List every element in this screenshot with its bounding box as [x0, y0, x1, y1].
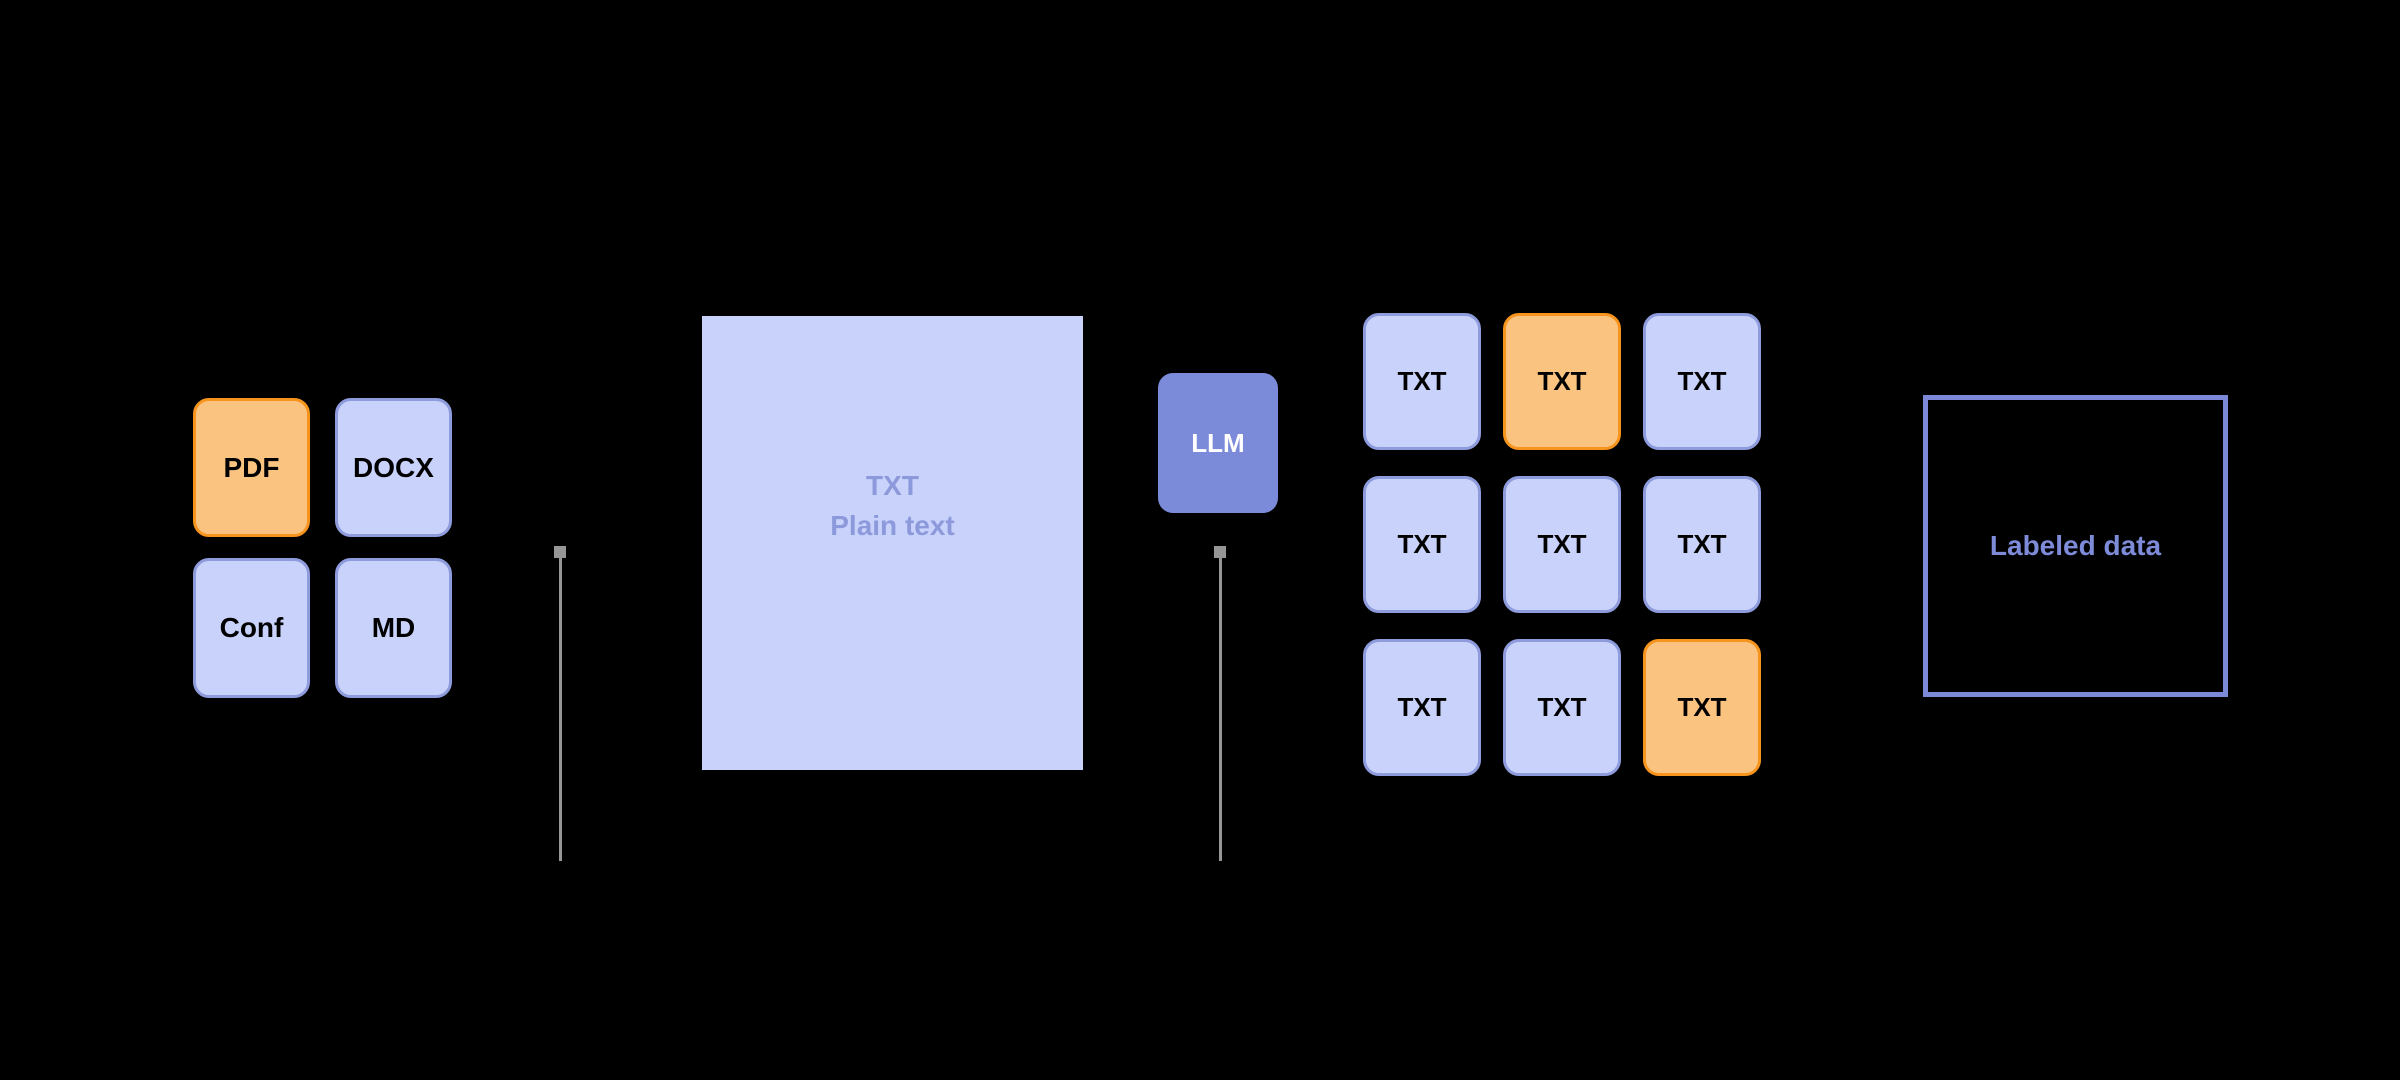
llm-label: LLM — [1191, 427, 1245, 458]
chunk-box[interactable]: TXT — [1503, 313, 1621, 450]
chunk-box[interactable]: TXT — [1363, 639, 1481, 776]
chunk-box-label: TXT — [1397, 366, 1447, 396]
chunk-box-label: TXT — [1677, 692, 1727, 722]
labeled-data-label: Labeled data — [1989, 530, 2162, 561]
chunk-box-label: TXT — [1537, 366, 1587, 396]
plain-text-title: TXT — [866, 470, 919, 501]
doc-box-md[interactable]: MD — [335, 558, 452, 698]
chunk-box[interactable]: TXT — [1503, 476, 1621, 613]
chunk-box-label: TXT — [1397, 529, 1447, 559]
chunk-box-label: TXT — [1677, 529, 1727, 559]
source-docs-group: PDF DOCX Conf MD — [193, 398, 452, 698]
connector-llm-to-chunks[interactable] — [1214, 546, 1226, 861]
connector-handle[interactable] — [1214, 546, 1226, 558]
chunk-grid: TXT TXT TXT TXT TXT TXT TXT TXT TXT — [1363, 313, 1761, 776]
plain-text-box[interactable]: TXT Plain text — [702, 316, 1083, 770]
doc-box-conf[interactable]: Conf — [193, 558, 310, 698]
labeled-data-box[interactable]: Labeled data — [1923, 395, 2228, 697]
plain-text-content: TXT Plain text — [830, 466, 954, 546]
doc-box-docx[interactable]: DOCX — [335, 398, 452, 537]
chunk-box-label: TXT — [1397, 692, 1447, 722]
connector-handle[interactable] — [554, 546, 566, 558]
connector-line — [558, 558, 562, 861]
chunk-box[interactable]: TXT — [1643, 639, 1761, 776]
doc-box-md-label: MD — [371, 612, 416, 643]
chunk-box[interactable]: TXT — [1643, 476, 1761, 613]
doc-box-conf-label: Conf — [219, 612, 284, 643]
connector-docs-to-text[interactable] — [554, 546, 566, 861]
llm-box[interactable]: LLM — [1158, 373, 1278, 513]
chunk-box-label: TXT — [1537, 529, 1587, 559]
chunk-box[interactable]: TXT — [1363, 476, 1481, 613]
doc-box-pdf-label: PDF — [223, 451, 280, 483]
chunk-box-label: TXT — [1677, 366, 1727, 396]
plain-text-subtitle: Plain text — [830, 510, 955, 541]
connector-line — [1218, 558, 1222, 861]
doc-box-pdf[interactable]: PDF — [193, 398, 310, 537]
chunk-box[interactable]: TXT — [1363, 313, 1481, 450]
doc-box-docx-label: DOCX — [353, 451, 434, 483]
chunk-box[interactable]: TXT — [1643, 313, 1761, 450]
chunk-box[interactable]: TXT — [1503, 639, 1621, 776]
chunk-box-label: TXT — [1537, 692, 1587, 722]
